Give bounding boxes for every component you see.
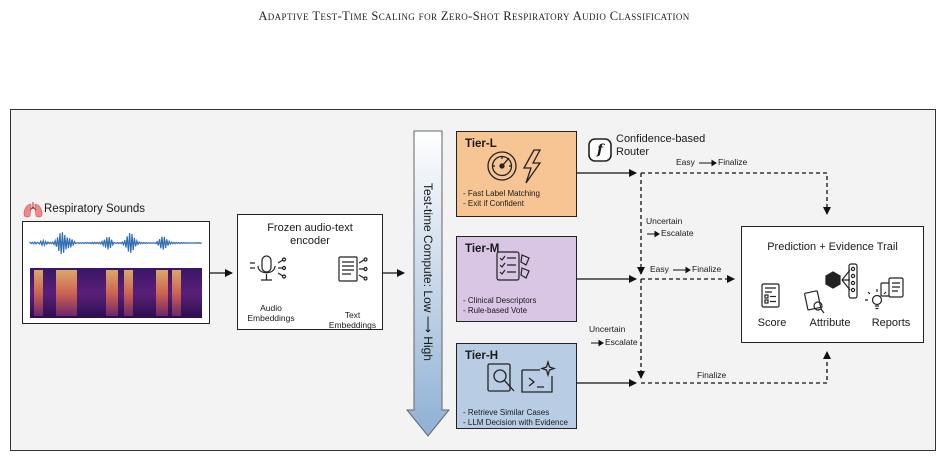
- tier-m-desc-line2: - Rule-based Vote: [463, 306, 528, 315]
- easy-l-label-part1: Easy: [676, 157, 695, 167]
- output-title: Prediction + Evidence Trail: [767, 241, 898, 253]
- easy-m-label-part1: Easy: [650, 264, 669, 274]
- paper-title: Adaptive Test-Time Scaling for Zero-Shot…: [258, 9, 690, 23]
- text-embeddings-line2: Embeddings: [328, 320, 377, 330]
- tier-l-desc: - Fast Label Matching - Exit if Confiden…: [463, 189, 540, 209]
- text-embeddings-label: Text Embeddings: [325, 310, 380, 330]
- audio-embeddings-line2: Embeddings: [247, 313, 295, 323]
- tier-m-desc-line1: - Clinical Descriptors: [463, 296, 537, 305]
- easy-l-label-part2: Finalize: [718, 157, 748, 167]
- tier-h-desc: - Retrieve Similar Cases - LLM Decision …: [463, 408, 568, 428]
- tier-l-box: Tier-L - Fast Label Matching - Exit if C…: [456, 131, 577, 217]
- tier-l-title: Tier-L: [465, 138, 497, 150]
- output-item-score: Score: [757, 317, 787, 329]
- tier-l-desc-line1: - Fast Label Matching: [463, 189, 540, 198]
- router-label-line2: Router: [616, 146, 650, 158]
- tier-m-title: Tier-M: [465, 243, 500, 255]
- tier-h-desc-line2: - LLM Decision with Evidence: [463, 418, 568, 427]
- text-embeddings-line1: Text: [344, 310, 361, 320]
- output-item-attribute: Attribute: [809, 317, 851, 329]
- tier-h-box: Tier-H - Retrieve Similar Cases - LLM De…: [456, 343, 577, 429]
- uncertain-m-label: Uncertain: [589, 324, 626, 334]
- finalize-h-label: Finalize: [697, 370, 727, 380]
- escalate-m-label: Escalate: [605, 337, 638, 347]
- encoder-title-line1: Frozen audio-text: [267, 222, 353, 234]
- router-symbol: f: [596, 142, 604, 158]
- tier-h-desc-line1: - Retrieve Similar Cases: [463, 408, 550, 417]
- tier-l-desc-line2: - Exit if Confident: [463, 199, 524, 208]
- audio-embeddings-line1: Audio: [260, 303, 282, 313]
- audio-input-box: [22, 221, 210, 324]
- encoder-title: Frozen audio-text encoder: [237, 222, 383, 248]
- output-item-reports: Reports: [871, 317, 911, 329]
- encoder-title-line2: encoder: [290, 235, 330, 247]
- compute-arrow-label: Test-time Compute: Low ⟶ High: [421, 183, 435, 361]
- input-label: Respiratory Sounds: [44, 203, 145, 215]
- router-label-line1: Confidence-based: [616, 133, 706, 145]
- tier-h-title: Tier-H: [465, 350, 499, 362]
- tier-m-desc: - Clinical Descriptors - Rule-based Vote: [463, 296, 536, 316]
- audio-embeddings-label: Audio Embeddings: [246, 303, 296, 323]
- easy-m-label-part2: Finalize: [692, 264, 722, 274]
- tier-m-box: Tier-M - Clinical Descriptors - Rule-bas…: [456, 236, 577, 322]
- escalate-l-label: Escalate: [661, 228, 694, 238]
- router-label: Confidence-based Router: [616, 133, 705, 159]
- uncertain-l-label: Uncertain: [646, 216, 683, 226]
